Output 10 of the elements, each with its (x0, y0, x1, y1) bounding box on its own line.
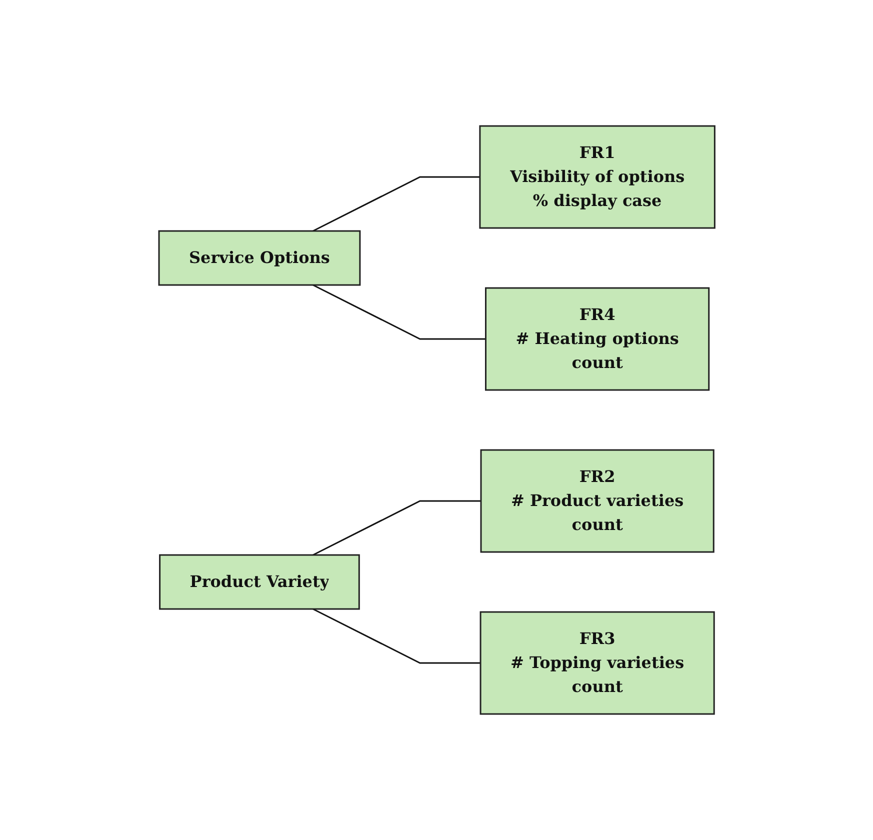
node-box: FR1 Visibility of options % display case (478, 125, 716, 229)
connector (312, 608, 480, 664)
node-box: Product Variety (158, 554, 360, 610)
connector (312, 176, 480, 232)
node-box: Service Options (158, 230, 360, 286)
connector (312, 284, 486, 340)
node-box: FR3 # Topping varieties count (479, 611, 714, 715)
node-box: FR4 # Heating options count (484, 287, 710, 391)
connector (312, 500, 481, 556)
node-box: FR2 # Product varieties count (480, 449, 714, 553)
